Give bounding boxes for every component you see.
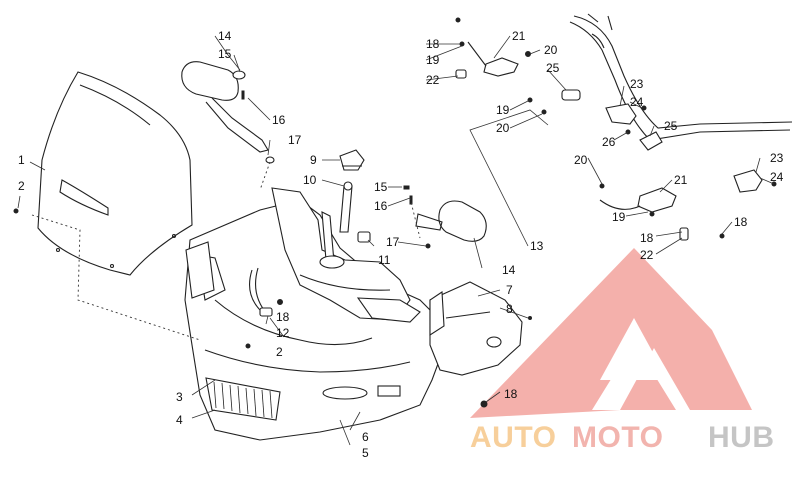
front-fairing	[184, 199, 446, 441]
callout-21-right: 21	[674, 173, 688, 187]
callout-26: 26	[602, 135, 616, 149]
callout-13: 13	[530, 239, 544, 253]
grip-block-25a	[561, 89, 581, 101]
callout-19-top: 19	[426, 53, 440, 67]
callout-1: 1	[18, 153, 25, 167]
dotted-guides	[31, 161, 421, 341]
mirror-right	[403, 185, 487, 249]
callout-3: 3	[176, 390, 183, 404]
watermark-word-auto: AUTO	[470, 421, 556, 454]
clamp-23b	[733, 169, 763, 193]
riser-clamp-upper	[455, 17, 547, 115]
callout-23-top: 23	[630, 77, 644, 91]
windshield-screw	[13, 208, 19, 214]
callout-14-right: 14	[502, 263, 516, 277]
callout-14-top: 14	[218, 29, 232, 43]
handlebar	[569, 13, 793, 141]
callout-17-right: 17	[386, 235, 400, 249]
callout-18-bottom: 18	[504, 387, 518, 401]
callout-labels: 1 2 2 3 4 5 6 7 8 9 10 11 12 13 14 14 15…	[18, 29, 784, 460]
callout-19-mid: 19	[496, 103, 510, 117]
callout-21-top: 21	[512, 29, 526, 43]
callout-24-top: 24	[630, 95, 644, 109]
watermark-logo: AUTO MOTO HUB	[470, 248, 775, 454]
callout-25-top: 25	[546, 61, 560, 75]
callout-15-top: 15	[218, 47, 232, 61]
callout-18-right-a: 18	[734, 215, 748, 229]
callout-12: 12	[276, 326, 290, 340]
callout-15-right: 15	[374, 180, 388, 194]
grip-block-25b	[639, 131, 663, 151]
windshield	[37, 71, 193, 276]
callout-10: 10	[303, 173, 317, 187]
callout-16-right: 16	[374, 199, 388, 213]
callout-17-top: 17	[288, 133, 302, 147]
callout-24-right: 24	[770, 170, 784, 184]
callout-23-right: 23	[770, 151, 784, 165]
callout-2-center: 2	[276, 345, 283, 359]
light-switch-shaft	[339, 181, 353, 233]
wiring-harness	[249, 267, 273, 317]
callout-8: 8	[506, 302, 513, 316]
callout-6: 6	[362, 430, 369, 444]
mirror-left	[181, 61, 275, 164]
callout-20-mid: 20	[496, 121, 510, 135]
connector-11	[357, 231, 371, 243]
callout-20-right: 20	[574, 153, 588, 167]
watermark-triangle-inner	[600, 318, 668, 380]
callout-20-top: 20	[544, 43, 558, 57]
callout-9: 9	[310, 153, 317, 167]
callout-11: 11	[378, 253, 391, 267]
fasteners	[245, 299, 532, 408]
callout-22-right: 22	[640, 248, 654, 262]
watermark-triangle-mark	[470, 248, 752, 418]
callout-18-right-b: 18	[640, 231, 654, 245]
callout-2-left: 2	[18, 179, 25, 193]
clamp-23a	[605, 103, 637, 125]
dash-console	[271, 187, 421, 323]
ignition-switch	[339, 149, 365, 171]
callout-22-top: 22	[426, 73, 440, 87]
callout-5: 5	[362, 446, 369, 460]
callout-7: 7	[506, 283, 513, 297]
callout-19-right: 19	[612, 210, 626, 224]
side-panel-right	[429, 281, 523, 376]
callout-4: 4	[176, 413, 183, 427]
callout-25-right: 25	[664, 119, 678, 133]
callout-18-top: 18	[426, 37, 440, 51]
leader-lines	[17, 35, 775, 446]
watermark-word-hub: HUB	[708, 421, 775, 454]
riser-clamp-lower	[599, 183, 725, 241]
callout-18-left: 18	[276, 310, 290, 324]
watermark-word-moto: MOTO	[572, 421, 663, 454]
callout-16-top: 16	[272, 113, 286, 127]
